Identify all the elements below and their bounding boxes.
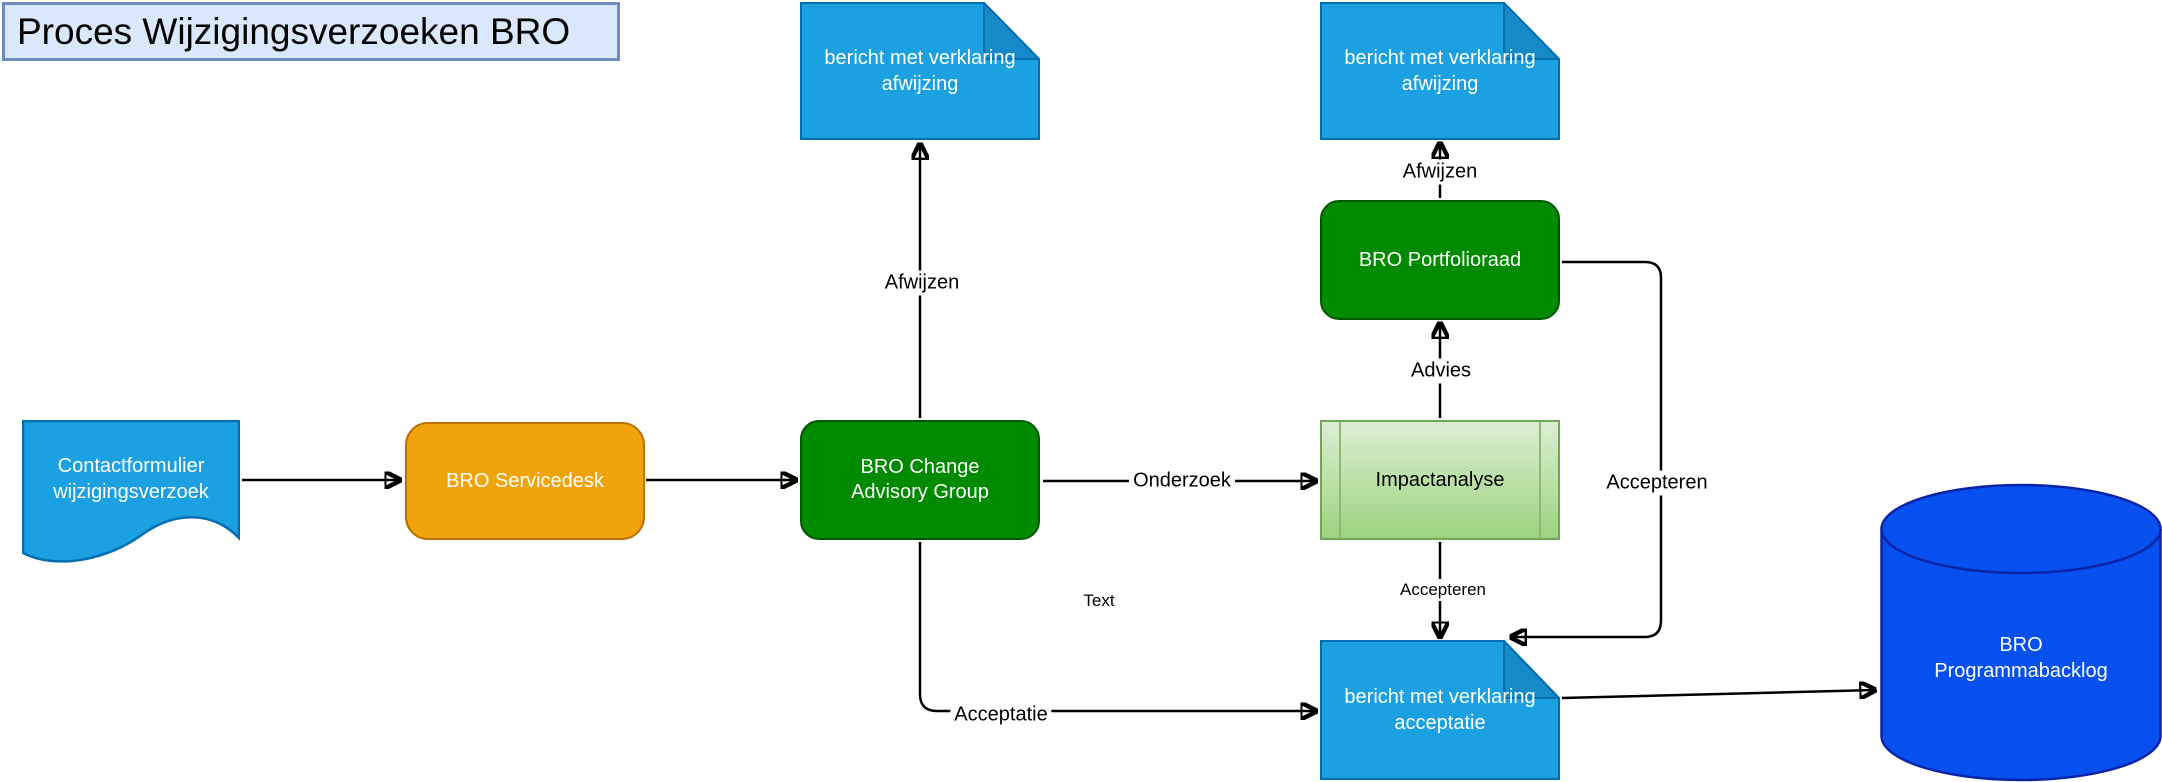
cylinder-shape	[1880, 483, 2162, 782]
edge-label-accepteren-right: Accepteren	[1602, 470, 1712, 496]
node-doc-verklaring-afwijzing-1: bericht met verklaring afwijzing	[800, 2, 1040, 140]
node-contactformulier: Contactformulier wijzigingsverzoek	[22, 420, 240, 570]
edge-label-acceptatie: Acceptatie	[950, 702, 1052, 728]
node-bro-change-advisory-group: BRO Change Advisory Group	[800, 420, 1040, 540]
edge-label-onderzoek: Onderzoek	[1129, 468, 1235, 494]
diagram-title: Proces Wijzigingsverzoeken BRO	[2, 2, 620, 61]
node-label: BRO Servicedesk	[446, 469, 604, 492]
node-bro-portfolioraad: BRO Portfolioraad	[1320, 200, 1560, 320]
node-label: bericht met verklaring afwijzing	[824, 47, 1016, 95]
node-label: Impactanalyse	[1375, 468, 1505, 491]
node-label: BRO Change Advisory Group	[851, 456, 989, 503]
node-label: BRO Portfolioraad	[1358, 248, 1522, 271]
node-doc-verklaring-acceptatie: bericht met verklaring acceptatie	[1320, 640, 1560, 780]
edge-label-afwijzen-right: Afwijzen	[1398, 159, 1482, 185]
process-bar-right	[1539, 422, 1541, 538]
process-bar-left	[1339, 422, 1341, 538]
node-label: BRO Programmabacklog	[1934, 633, 2108, 682]
edge-doc-to-backlog	[1561, 690, 1875, 700]
node-label: bericht met verklaring afwijzing	[1344, 47, 1536, 95]
note-shape	[1320, 2, 1560, 140]
note-shape	[800, 2, 1040, 140]
node-label: bericht met verklaring acceptatie	[1344, 686, 1536, 734]
edge-label-text: Text	[1083, 591, 1115, 610]
node-impactanalyse: Impactanalyse	[1320, 420, 1560, 540]
node-bro-servicedesk: BRO Servicedesk	[405, 422, 645, 540]
edge-label-afwijzen-left: Afwijzen	[880, 270, 964, 296]
node-bro-programmabacklog: BRO Programmabacklog	[1880, 483, 2162, 782]
edge-change-acceptatie-curve	[918, 542, 1316, 711]
document-shape	[22, 420, 240, 563]
node-label: Contactformulier wijzigingsverzoek	[53, 455, 209, 503]
note-shape	[1320, 640, 1560, 780]
edge-label-accepteren-down: Accepteren	[1396, 579, 1490, 601]
edge-label-advies: Advies	[1406, 358, 1476, 384]
node-doc-verklaring-afwijzing-2: bericht met verklaring afwijzing	[1320, 2, 1560, 140]
